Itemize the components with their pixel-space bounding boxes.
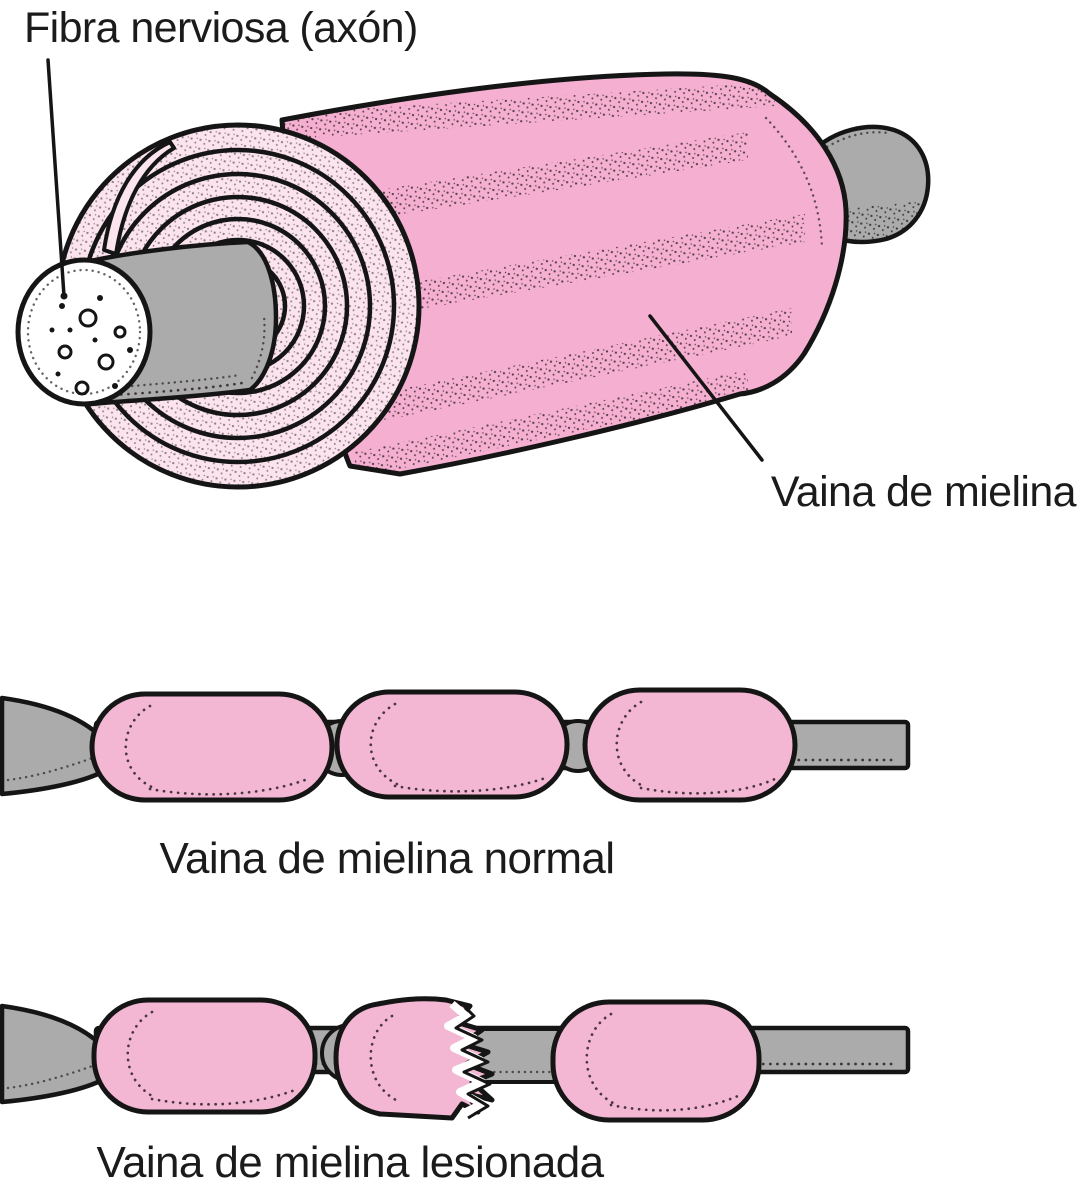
- axon-cut-face: [15, 257, 153, 407]
- axon-tapered-end: [0, 1003, 109, 1105]
- leader-line-axon: [46, 58, 68, 300]
- label-myelin-sheath: Vaina de mielina: [770, 468, 1077, 516]
- caption-damaged-myelin: Vaina de mielina lesionada: [96, 1138, 604, 1187]
- leader-line-myelin: [648, 314, 764, 462]
- normal-myelin-row: [0, 687, 911, 803]
- myelin-segment: [550, 999, 762, 1123]
- myelinated-axon-3d-view: [15, 58, 935, 490]
- damaged-myelin-row: [0, 996, 911, 1123]
- myelin-segment: [91, 997, 318, 1115]
- myelin-segment: [89, 691, 335, 803]
- myelin-sheath-cylinder: [278, 74, 846, 478]
- myelin-segment: [582, 687, 798, 803]
- caption-normal-myelin: Vaina de mielina normal: [159, 834, 616, 883]
- tear-highlight: [444, 1000, 486, 1118]
- label-axon-fiber: Fibra nerviosa (axón): [24, 4, 418, 52]
- myelin-segment: [334, 689, 570, 800]
- tear-edge: [454, 1000, 492, 1120]
